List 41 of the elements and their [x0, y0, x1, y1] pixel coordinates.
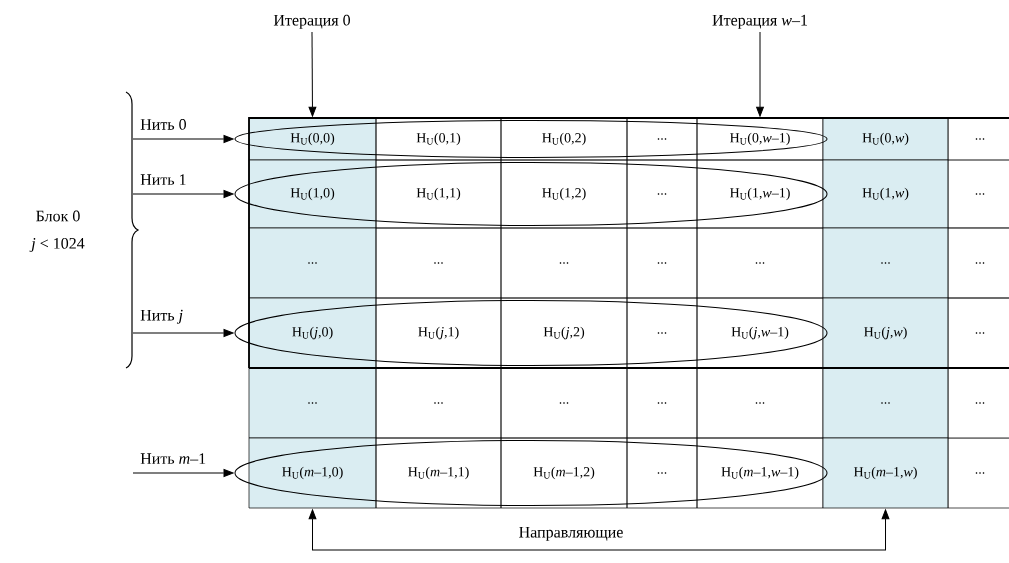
arrow: [132, 135, 234, 143]
table-cell: ...: [947, 297, 1009, 369]
table-cell: ...: [375, 227, 502, 299]
arrow: [756, 31, 764, 117]
table-cell: ...: [947, 159, 1009, 229]
iteration-label: Итерация w–1: [712, 14, 807, 29]
arrow: [570, 509, 890, 551]
ellipse: [234, 440, 828, 506]
table-cell: ...: [500, 367, 628, 439]
thread-label: Нить j: [140, 309, 183, 324]
thread-label: Нить m–1: [140, 453, 206, 464]
arrow: [308, 509, 572, 551]
table-cell: H$_{U}$(1,w): [822, 159, 949, 229]
table-cell: ...: [248, 227, 377, 299]
table-cell: ...: [947, 117, 1009, 161]
table-cell: H$_{U}$(m–1,w): [822, 437, 949, 509]
arrow: [132, 469, 234, 477]
table-cell: ...: [248, 367, 377, 439]
table-cell: ...: [822, 227, 949, 299]
arrow: [308, 31, 317, 117]
ellipse: [234, 162, 828, 226]
table-cell: ...: [947, 367, 1009, 439]
guide-label: Направляющие: [519, 526, 623, 541]
table-cell: H$_{U}$(j,w): [822, 297, 949, 369]
table-cell: ...: [500, 227, 628, 299]
thread-label: Нить 0: [140, 119, 186, 130]
arrow: [132, 329, 234, 337]
table-cell: ...: [626, 227, 698, 299]
ellipse: [234, 120, 828, 158]
block-label: Блок 0: [36, 210, 80, 222]
table-cell: ...: [947, 227, 1009, 299]
thread-label: Нить 1: [140, 174, 186, 185]
table-cell: H$_{U}$(0,w): [822, 117, 949, 161]
table-cell: ...: [626, 367, 698, 439]
arrow: [132, 190, 234, 198]
table-cell: ...: [375, 367, 502, 439]
ellipse: [234, 300, 828, 366]
block-label: j < 1024: [29, 238, 85, 253]
iteration-label: Итерация 0: [273, 14, 350, 29]
table-cell: ...: [947, 437, 1009, 509]
table-cell: ...: [822, 367, 949, 439]
